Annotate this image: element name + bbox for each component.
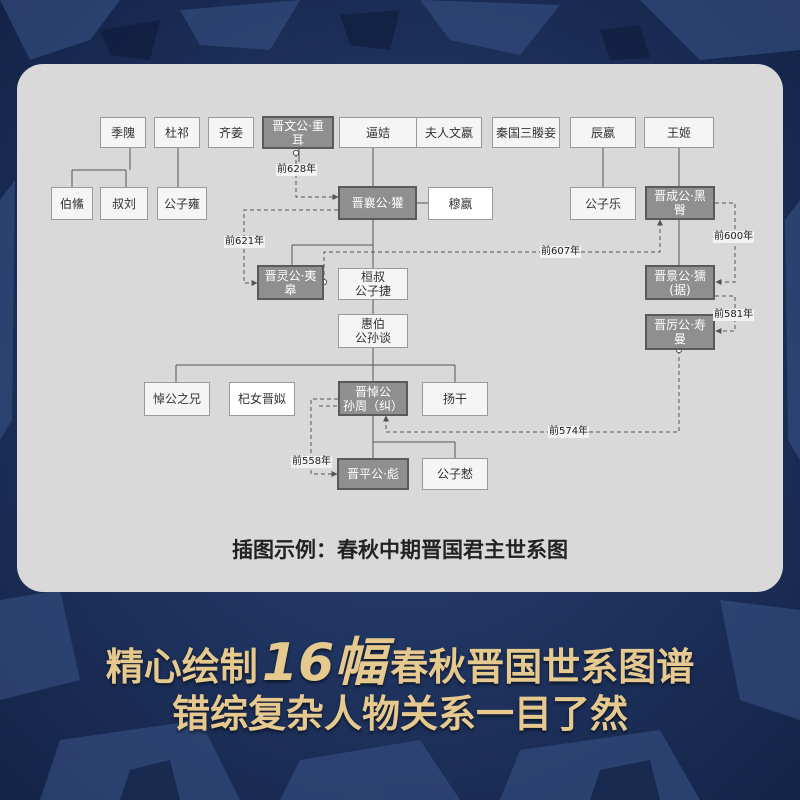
person-node-daogongxiong: 悼公之兄 <box>144 382 210 416</box>
tagline-primary: 精心绘制16幅春秋晋国世系图谱 <box>0 620 800 695</box>
ruler-node-jinggong: 晋景公·獳 (据) <box>645 265 715 300</box>
connector-dot <box>292 149 300 157</box>
person-node-boshu: 伯鯈 <box>51 187 93 220</box>
person-node-yanggan: 扬干 <box>422 382 488 416</box>
person-node-gongziyin: 公子慭 <box>422 458 488 490</box>
person-node-muying: 穆嬴 <box>428 187 493 220</box>
person-node-huibo: 惠伯 公孙谈 <box>338 314 408 348</box>
tagline-primary-count: 16幅 <box>261 633 387 693</box>
tagline-primary-prefix: 精心绘制 <box>105 645 258 689</box>
ruler-node-pinggong: 晋平公·彪 <box>337 458 409 490</box>
person-node-qinv: 杞女晋姒 <box>229 382 295 416</box>
person-node-duqi: 杜祁 <box>154 117 200 148</box>
person-node-gongzile: 公子乐 <box>570 187 636 220</box>
tagline-secondary: 错综复杂人物关系一目了然 <box>171 692 628 736</box>
person-node-wenying: 夫人文嬴 <box>416 117 482 148</box>
ruler-node-chenggong: 晋成公·黑 臀 <box>645 186 715 220</box>
ruler-node-wengong: 晋文公·重 耳 <box>262 116 334 149</box>
person-node-qinyingqie: 秦国三媵妾 <box>492 117 560 148</box>
person-node-qijiang: 齐姜 <box>208 117 254 148</box>
edge-label-628: 前628年 <box>276 164 318 176</box>
edge-label-581: 前581年 <box>713 309 755 321</box>
edge-label-558: 前558年 <box>291 456 333 468</box>
ruler-node-ligong: 晋厉公·寿 曼 <box>645 314 715 350</box>
person-node-shuliu: 叔刘 <box>100 187 148 220</box>
edge-label-600: 前600年 <box>713 231 755 243</box>
edge-label-607: 前607年 <box>540 246 582 258</box>
person-node-jikui: 季隗 <box>100 117 146 148</box>
person-node-gongziyong: 公子雍 <box>157 187 207 220</box>
person-node-huanshu: 桓叔 公子捷 <box>338 268 408 300</box>
ruler-node-xianggong: 晋襄公·獾 <box>338 186 417 220</box>
person-node-wangji: 王姬 <box>644 117 714 148</box>
person-node-bianji: 逼姞 <box>339 117 417 148</box>
ruler-node-daogong: 晋悼公 孙周（纠） <box>338 381 408 416</box>
edge-label-574: 前574年 <box>548 426 590 438</box>
diagram-caption: 插图示例：春秋中期晋国君主世系图 <box>232 538 568 562</box>
person-node-chenying: 辰嬴 <box>570 117 636 148</box>
edge-label-621: 前621年 <box>224 236 266 248</box>
ruler-node-linggong: 晋灵公·夷 皋 <box>257 265 324 300</box>
tagline-primary-suffix: 春秋晋国世系图谱 <box>390 645 695 689</box>
